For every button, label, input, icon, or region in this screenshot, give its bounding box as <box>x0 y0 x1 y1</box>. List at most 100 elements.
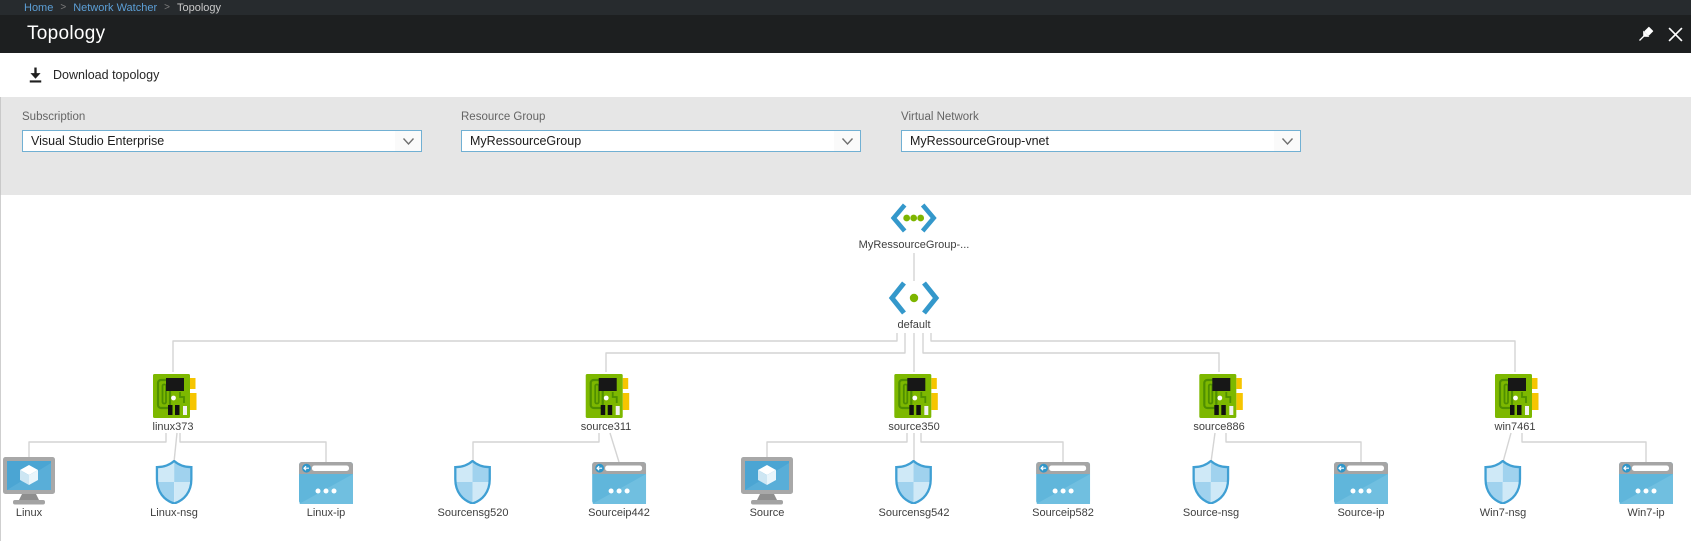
edge-source886-Source-nsg <box>1210 432 1216 463</box>
node-Linux-nsg[interactable]: Linux-nsg <box>150 460 198 519</box>
node-label: Source-ip <box>1337 507 1385 519</box>
breadcrumb-separator: > <box>60 2 67 13</box>
node-label: linux373 <box>152 421 194 433</box>
node-win7461[interactable]: win7461 <box>1491 372 1539 433</box>
node-Win7-nsg[interactable]: Win7-nsg <box>1480 460 1526 519</box>
resource-group-dropdown[interactable]: MyRessourceGroup <box>461 130 861 152</box>
node-Source[interactable]: Source <box>738 457 796 519</box>
node-label: Sourcensg542 <box>878 507 950 519</box>
breadcrumb-item-topology: Topology <box>176 1 222 14</box>
node-label: Linux-ip <box>306 507 346 519</box>
node-label: source311 <box>580 421 632 433</box>
pin-icon[interactable] <box>1637 26 1654 43</box>
node-label: Source <box>749 507 785 519</box>
virtual-machine-icon <box>738 457 796 505</box>
node-Source-nsg[interactable]: Source-nsg <box>1183 460 1239 519</box>
virtual-machine-icon <box>1 457 58 505</box>
node-label: Sourcensg520 <box>437 507 509 519</box>
virtual-network-icon <box>891 203 937 233</box>
edge-win7461-Win7-ip <box>1521 433 1647 462</box>
download-topology-button[interactable]: Download topology <box>27 67 159 84</box>
close-icon[interactable] <box>1668 26 1683 42</box>
network-interface-icon <box>1491 372 1539 420</box>
network-interface-icon <box>890 372 938 420</box>
node-Win7-ip[interactable]: Win7-ip <box>1619 462 1673 519</box>
edge-default-linux373 <box>172 333 898 372</box>
edge-default-win7461 <box>930 333 1516 372</box>
download-topology-label: Download topology <box>53 68 160 82</box>
node-source350[interactable]: source350 <box>888 372 940 433</box>
edge-source311-Sourcensg520 <box>472 433 600 462</box>
edge-win7461-Win7-nsg <box>1502 432 1512 463</box>
subscription-dropdown[interactable]: Visual Studio Enterprise <box>22 130 422 152</box>
node-Sourceip582[interactable]: Sourceip582 <box>1032 462 1094 519</box>
node-label: Linux-nsg <box>150 507 198 519</box>
breadcrumb: Home > Network Watcher > Topology <box>0 0 1691 15</box>
edge-linux373-Linux <box>28 433 167 462</box>
node-source311[interactable]: source311 <box>580 372 632 433</box>
download-icon <box>27 67 44 84</box>
node-label: Source-nsg <box>1182 507 1240 519</box>
node-default[interactable]: default <box>888 281 940 331</box>
chevron-down-icon <box>1274 131 1300 151</box>
network-interface-icon <box>582 372 630 420</box>
network-security-group-icon <box>453 460 493 504</box>
network-security-group-icon <box>1191 460 1231 504</box>
page-title: Topology <box>27 23 106 44</box>
subscription-label: Subscription <box>22 111 86 123</box>
public-ip-icon <box>299 462 353 504</box>
toolbar: Download topology <box>0 53 1691 97</box>
resource-group-value: MyRessourceGroup <box>470 134 582 148</box>
edge-source350-Sourceip582 <box>920 433 1064 462</box>
network-security-group-icon <box>1483 460 1523 504</box>
chevron-down-icon <box>834 131 860 151</box>
public-ip-icon <box>1334 462 1388 504</box>
topology-edges <box>28 253 1647 463</box>
public-ip-icon <box>1036 462 1090 504</box>
edge-default-source311 <box>605 333 906 372</box>
network-interface-icon <box>149 372 197 420</box>
network-security-group-icon <box>894 460 934 504</box>
breadcrumb-separator: > <box>164 2 170 13</box>
edge-source886-Source-ip <box>1225 433 1362 462</box>
node-label: win7461 <box>1494 421 1536 433</box>
resource-group-label: Resource Group <box>461 111 546 123</box>
node-label: default <box>897 319 931 331</box>
edge-source350-Source <box>766 433 908 462</box>
title-bar: Topology <box>0 15 1691 53</box>
node-label: MyRessourceGroup-... <box>858 239 970 251</box>
virtual-network-label: Virtual Network <box>901 111 979 123</box>
node-Linux[interactable]: Linux <box>1 457 58 519</box>
subscription-value: Visual Studio Enterprise <box>31 134 165 148</box>
node-Source-ip[interactable]: Source-ip <box>1334 462 1388 519</box>
node-label: source350 <box>888 421 940 433</box>
node-vnet[interactable]: MyRessourceGroup-... <box>858 203 970 251</box>
node-label: Sourceip582 <box>1032 507 1094 519</box>
virtual-network-dropdown[interactable]: MyRessourceGroup-vnet <box>901 130 1301 152</box>
node-Sourcensg520[interactable]: Sourcensg520 <box>437 460 509 519</box>
node-source886[interactable]: source886 <box>1193 372 1245 433</box>
chevron-down-icon <box>395 131 421 151</box>
node-Sourcensg542[interactable]: Sourcensg542 <box>878 460 950 519</box>
subnet-icon <box>888 281 940 315</box>
node-label: Win7-ip <box>1627 507 1665 519</box>
node-label: Linux <box>15 507 43 519</box>
virtual-network-value: MyRessourceGroup-vnet <box>910 134 1049 148</box>
node-label: source886 <box>1193 421 1245 433</box>
network-security-group-icon <box>154 460 194 504</box>
topology-canvas: MyRessourceGroup-... default linux373 sourc… <box>0 195 1691 541</box>
edge-linux373-Linux-nsg <box>173 432 178 463</box>
node-linux373[interactable]: linux373 <box>149 372 197 433</box>
node-label: Sourceip442 <box>588 507 650 519</box>
breadcrumb-item-home[interactable]: Home <box>24 1 54 14</box>
public-ip-icon <box>1619 462 1673 504</box>
edge-source311-Sourceip442 <box>609 432 620 463</box>
node-Linux-ip[interactable]: Linux-ip <box>299 462 353 519</box>
node-Sourceip442[interactable]: Sourceip442 <box>588 462 650 519</box>
node-label: Win7-nsg <box>1479 507 1527 519</box>
edge-default-source886 <box>922 333 1220 372</box>
edge-linux373-Linux-ip <box>179 433 327 462</box>
breadcrumb-item-network-watcher[interactable]: Network Watcher <box>73 1 158 14</box>
